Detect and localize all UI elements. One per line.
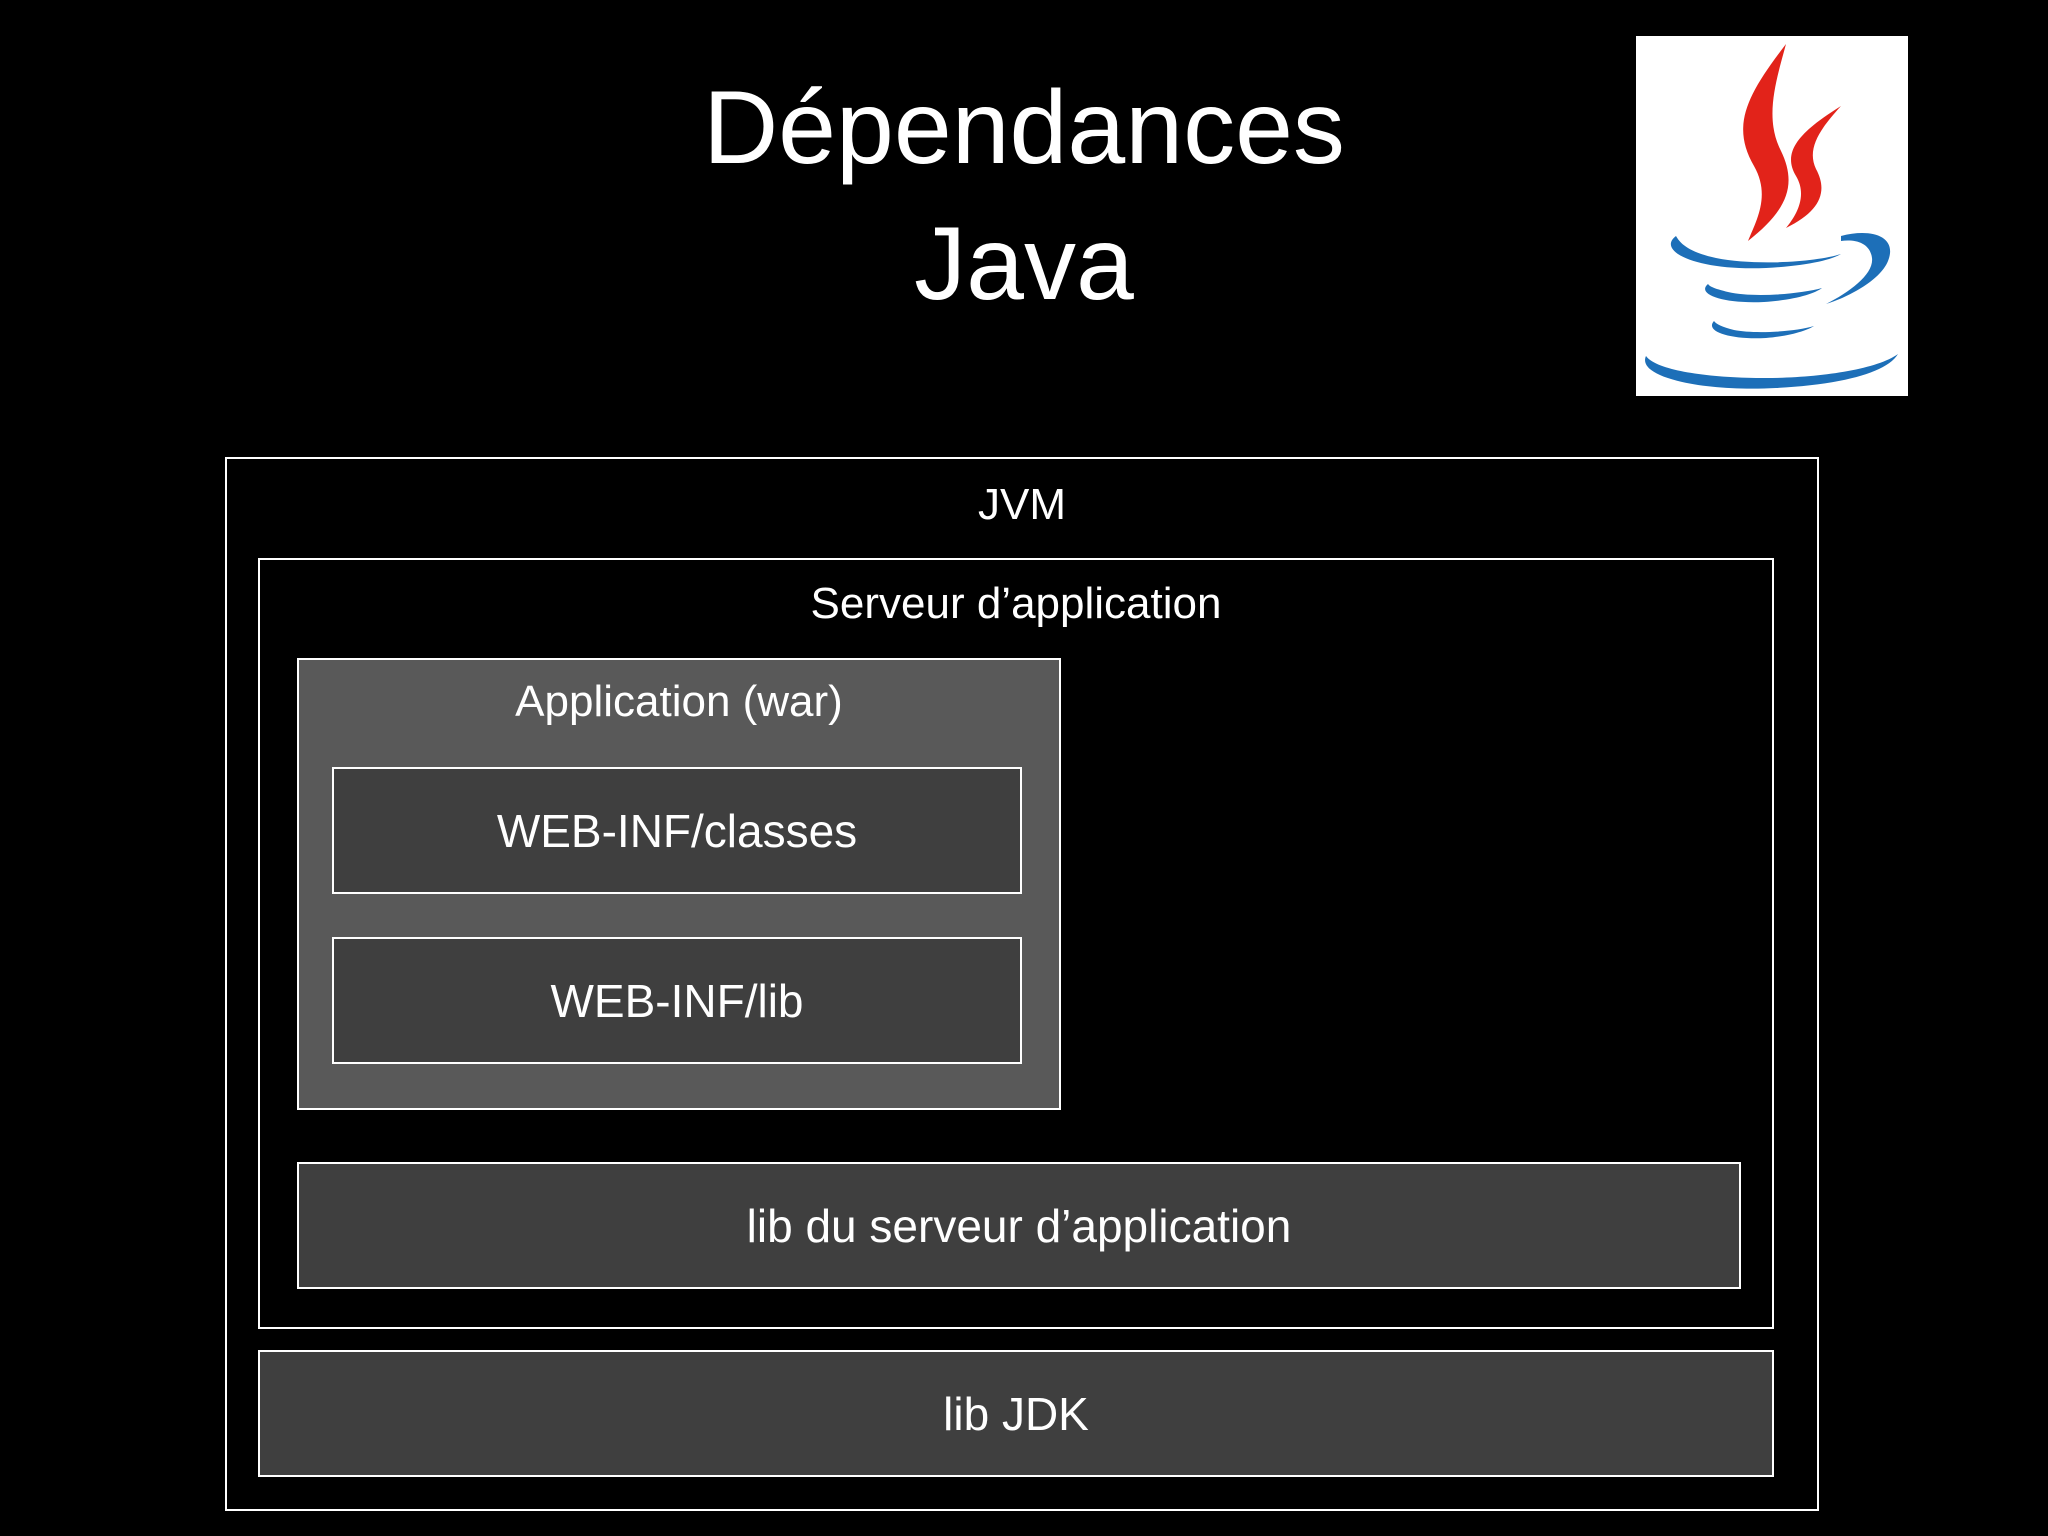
server-lib-label: lib du serveur d’application [746,1199,1292,1252]
jdk-lib-label: lib JDK [943,1387,1089,1440]
web-inf-lib-label: WEB-INF/lib [550,974,804,1027]
server-lib-box: lib du serveur d’application [297,1162,1741,1289]
web-inf-lib-box: WEB-INF/lib [332,937,1022,1064]
web-inf-classes-box: WEB-INF/classes [332,767,1022,894]
slide-title-line-2: Java [914,206,1134,322]
java-logo-icon [1636,36,1908,396]
slide-title-line-1: Dépendances [703,70,1345,186]
jdk-lib-box: lib JDK [258,1350,1774,1477]
web-inf-classes-label: WEB-INF/classes [496,804,858,857]
application-war-label: Application (war) [515,677,843,726]
application-server-label: Serveur d’application [810,579,1222,628]
jvm-label: JVM [978,480,1066,529]
